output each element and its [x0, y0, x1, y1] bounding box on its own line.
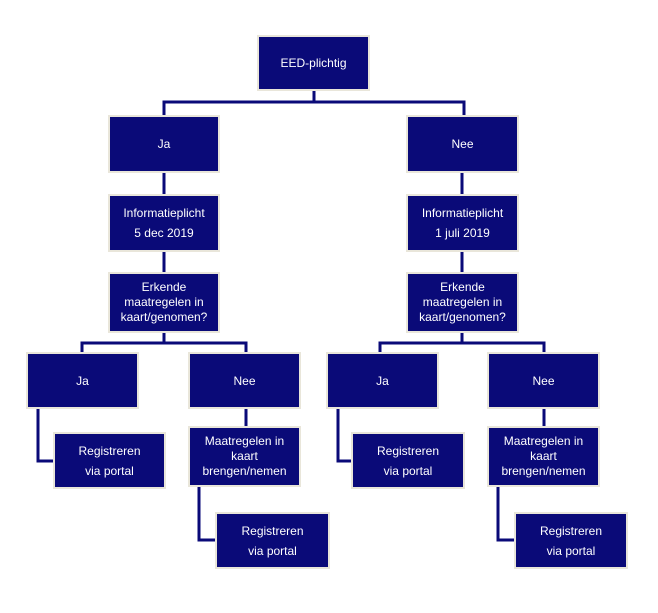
node-right-nee: Nee — [406, 115, 519, 173]
node-right-erkende-maatregelen: Erkende maatregelen in kaart/genomen? — [406, 272, 519, 333]
node-label: Registreren via portal — [376, 443, 440, 478]
node-label: EED-plichtig — [280, 56, 347, 70]
node-left-right-nee: Nee — [188, 352, 301, 409]
connector-ll — [36, 406, 56, 463]
node-right-left-registreren: Registreren via portal — [351, 432, 465, 489]
node-label: Nee — [233, 373, 256, 388]
node-right-left-ja: Ja — [326, 352, 439, 409]
node-left-left-ja: Ja — [26, 352, 139, 409]
connector-rr-register — [496, 484, 517, 542]
node-label: Registreren via portal — [539, 523, 603, 558]
connector-right-question-split — [378, 330, 546, 355]
node-left-right-registreren: Registreren via portal — [215, 512, 330, 569]
connector-root — [162, 87, 466, 119]
node-label: Registreren via portal — [241, 523, 304, 558]
node-label: Nee — [451, 137, 474, 151]
node-label: Maatregelen in kaart brengen/nemen — [501, 434, 586, 478]
node-eed-plichtig: EED-plichtig — [257, 35, 370, 91]
connector-rl — [336, 406, 354, 463]
node-label: Registreren via portal — [78, 443, 141, 478]
node-label: Erkende maatregelen in kaart/genomen? — [419, 280, 506, 324]
node-left-ja: Ja — [108, 115, 220, 173]
node-right-right-maatregelen: Maatregelen in kaart brengen/nemen — [487, 426, 600, 487]
node-label: Erkende maatregelen in kaart/genomen? — [120, 280, 208, 324]
node-right-right-registreren: Registreren via portal — [514, 512, 628, 569]
node-right-right-nee: Nee — [487, 352, 600, 409]
node-label: Nee — [532, 373, 555, 388]
connector-lr-register — [197, 484, 218, 542]
node-label: Ja — [157, 137, 171, 151]
node-label: Informatieplicht 1 juli 2019 — [421, 206, 504, 240]
connector-left-question-split — [80, 330, 248, 355]
node-right-informatieplicht: Informatieplicht 1 juli 2019 — [406, 194, 519, 252]
node-left-informatieplicht: Informatieplicht 5 dec 2019 — [108, 194, 220, 252]
node-left-erkende-maatregelen: Erkende maatregelen in kaart/genomen? — [108, 272, 220, 333]
node-label: Informatieplicht 5 dec 2019 — [123, 206, 205, 240]
node-left-right-maatregelen: Maatregelen in kaart brengen/nemen — [188, 426, 301, 487]
node-label: Maatregelen in kaart brengen/nemen — [202, 434, 287, 478]
node-left-left-registreren: Registreren via portal — [53, 432, 166, 489]
node-label: Ja — [376, 373, 389, 388]
node-label: Ja — [76, 373, 89, 388]
